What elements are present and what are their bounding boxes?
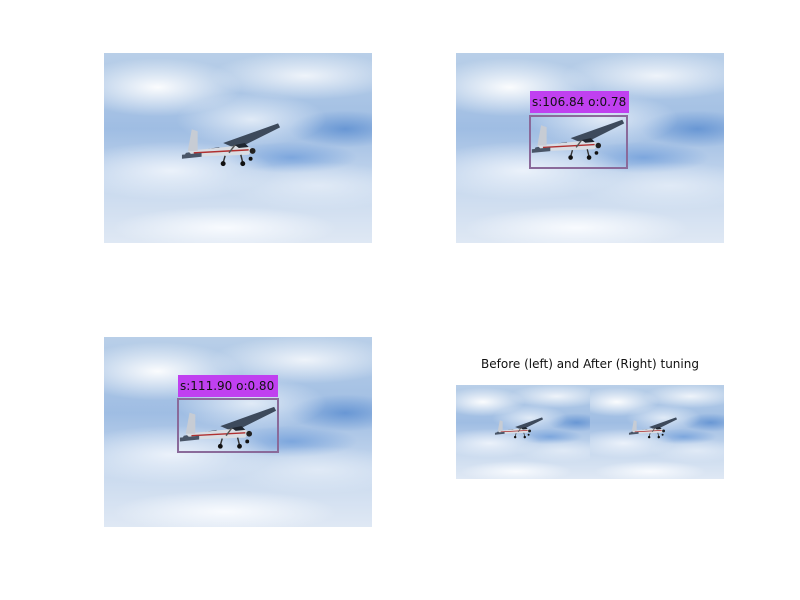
airplane (494, 417, 544, 439)
airplane (181, 123, 281, 167)
image-panel-detection-before: s:106.84 o:0.78 (456, 53, 724, 243)
detection-bounding-box (177, 398, 279, 453)
detection-score-label: s:106.84 o:0.78 (530, 91, 629, 113)
detection-score-label: s:111.90 o:0.80 (178, 375, 278, 397)
image-panel-comparison-after (590, 385, 724, 479)
comparison-title: Before (left) and After (Right) tuning (481, 357, 699, 371)
detection-bounding-box (529, 115, 628, 169)
image-panel-detection-after: s:111.90 o:0.80 (104, 337, 372, 527)
image-panel-comparison-before (456, 385, 590, 479)
airplane (628, 417, 678, 439)
image-panel-original (104, 53, 372, 243)
